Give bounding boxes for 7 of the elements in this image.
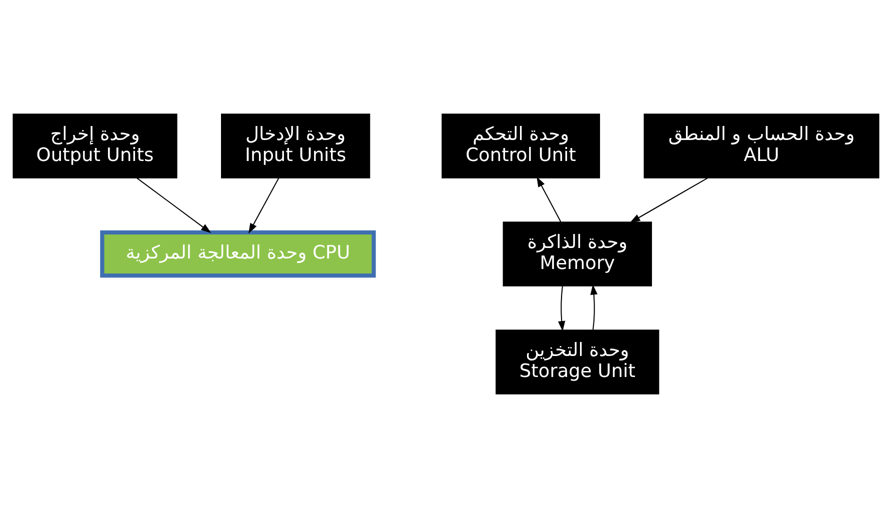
arrow bbox=[536, 176, 562, 222]
arrow bbox=[558, 285, 566, 331]
arrow bbox=[630, 177, 708, 222]
arrow bbox=[136, 177, 212, 233]
node-box: وحدة المعالجة المركزية CPU bbox=[100, 230, 376, 278]
arrow bbox=[248, 177, 280, 234]
arrow bbox=[590, 284, 598, 330]
